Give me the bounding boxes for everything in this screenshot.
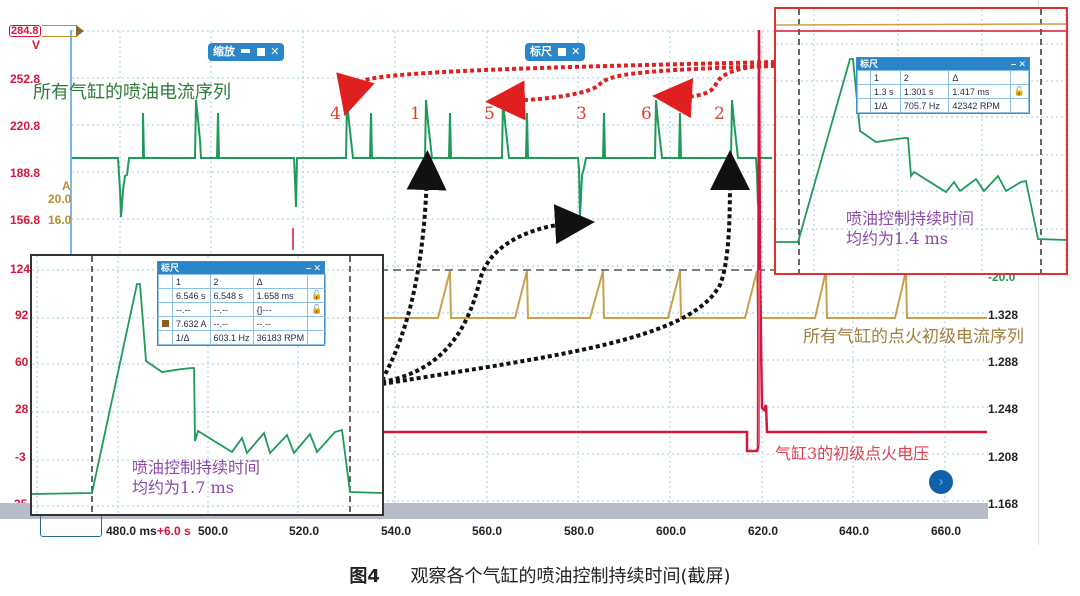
ruler-close-icon[interactable]: – ✕ xyxy=(1010,59,1026,69)
x-offset-label: +6.0 s xyxy=(157,524,191,538)
minimize-icon[interactable] xyxy=(241,49,251,54)
x-tick: 580.0 xyxy=(564,524,595,538)
note-line: 均约为1.7 ms xyxy=(132,478,234,497)
y-tick: 156.8 xyxy=(10,213,41,227)
figure-number: 图4 xyxy=(349,566,380,587)
maximize-icon[interactable] xyxy=(558,48,567,57)
y-tick: 252.8 xyxy=(10,72,41,86)
x-start-label: 480.0 ms xyxy=(106,524,157,538)
x-tick: 660.0 xyxy=(931,524,962,538)
ruler-cell: {}--- xyxy=(252,302,309,317)
x-tick: 620.0 xyxy=(748,524,779,538)
x-tick: 640.0 xyxy=(839,524,870,538)
ruler-header: Δ xyxy=(948,70,1011,85)
x-tick: 540.0 xyxy=(381,524,412,538)
ruler-frequency: 705.7 Hz xyxy=(899,98,950,113)
right-tick: 1.168 xyxy=(988,497,1019,511)
y-tick: 28 xyxy=(15,402,29,416)
ruler-cell: 1.301 s xyxy=(899,84,950,99)
voltage-marker-value: 284.8 xyxy=(9,25,41,37)
current-tick: 20.0 xyxy=(48,192,72,206)
y-tick: 60 xyxy=(15,355,29,369)
ruler-cell: 7.632 A xyxy=(172,316,211,331)
ruler-cell: 1.658 ms xyxy=(252,288,309,303)
ruler-header: 1 xyxy=(870,70,901,85)
right-tick: 1.328 xyxy=(988,308,1019,322)
cylinder-label-5: 5 xyxy=(484,104,495,124)
ruler-header: 2 xyxy=(899,70,950,85)
figure-caption: 图4 观察各个气缸的喷油控制持续时间(截屏) xyxy=(0,562,1080,588)
y-tick: 92 xyxy=(15,308,29,322)
y-tick: 220.8 xyxy=(10,119,41,133)
y-tick: 124 xyxy=(10,262,31,276)
note-line: 均约为1.4 ms xyxy=(846,229,948,248)
ruler-rpm: 42342 RPM xyxy=(948,98,1011,113)
y-tick: 188.8 xyxy=(10,166,41,180)
ruler-frequency: 603.1 Hz xyxy=(209,330,254,345)
zoom-toolbar[interactable]: 缩放 ✕ xyxy=(208,43,285,61)
voltage-unit: V xyxy=(32,38,41,52)
x-tick: 520.0 xyxy=(289,524,320,538)
figure-title: 观察各个气缸的喷油控制持续时间(截屏) xyxy=(410,566,731,587)
voltage-marker[interactable]: 284.8 xyxy=(9,25,84,37)
scroll-viewport-handle[interactable] xyxy=(40,512,102,537)
ignition-sequence-label: 所有气缸的点火初级电流序列 xyxy=(803,327,1024,347)
chevron-right-icon: › xyxy=(938,473,944,490)
ruler-close-icon[interactable]: – ✕ xyxy=(305,263,321,273)
close-icon[interactable]: ✕ xyxy=(270,46,280,58)
ruler-rpm: 36183 RPM xyxy=(252,330,309,345)
current-unit: A xyxy=(62,179,71,193)
injector-sequence-label: 所有气缸的喷油电流序列 xyxy=(33,82,231,103)
right-tick: 1.248 xyxy=(988,402,1019,416)
ruler-cell: --.-- xyxy=(172,302,211,317)
lock-icon[interactable]: 🔓 xyxy=(307,288,327,303)
close-icon[interactable]: ✕ xyxy=(571,46,581,58)
ruler-header: 2 xyxy=(209,274,254,289)
inset-left-note: 喷油控制持续时间 均约为1.7 ms xyxy=(132,458,260,498)
maximize-icon[interactable] xyxy=(257,48,266,57)
ruler-title: 标尺 xyxy=(860,59,879,69)
channel-color-swatch xyxy=(162,319,169,327)
inset-right-note: 喷油控制持续时间 均约为1.4 ms xyxy=(846,209,974,249)
ruler-cell: 6.548 s xyxy=(209,288,254,303)
next-page-button[interactable]: › xyxy=(929,470,953,494)
y-tick: -3 xyxy=(15,450,26,464)
cylinder-label-4: 4 xyxy=(330,104,341,124)
ruler-cell: --.-- xyxy=(209,316,254,331)
ruler-cell: --.-- xyxy=(252,316,309,331)
zoom-label: 缩放 xyxy=(213,46,235,58)
ruler-toolbar[interactable]: 标尺 ✕ xyxy=(525,43,586,61)
ruler-title: 标尺 xyxy=(161,263,180,273)
ruler-header: Δ xyxy=(252,274,309,289)
cyl3-voltage-label: 气缸3的初级点火电压 xyxy=(775,444,930,463)
note-line: 喷油控制持续时间 xyxy=(132,458,261,477)
lock-icon[interactable]: 🔓 xyxy=(307,302,327,317)
ruler-header: 1 xyxy=(172,274,211,289)
x-tick: 600.0 xyxy=(656,524,687,538)
x-tick: 500.0 xyxy=(198,524,229,538)
ruler-cell: --.-- xyxy=(209,302,254,317)
current-tick: 16.0 xyxy=(48,213,72,227)
cylinder-label-1: 1 xyxy=(410,104,421,124)
lock-icon[interactable]: 🔓 xyxy=(1009,84,1030,99)
right-tick: 1.208 xyxy=(988,450,1019,464)
cylinder-label-3: 3 xyxy=(576,104,587,124)
note-line: 喷油控制持续时间 xyxy=(846,209,975,228)
plot-canvas xyxy=(70,29,988,503)
x-tick: 560.0 xyxy=(472,524,503,538)
ruler-inverse-label: 1/Δ xyxy=(870,98,901,113)
ruler-cell: 1.417 ms xyxy=(948,84,1011,99)
oscilloscope-view: 284.8 V 252.8 220.8 188.8 156.8 124 92 6… xyxy=(0,0,1068,545)
ruler-inverse-label: 1/Δ xyxy=(172,330,211,345)
cylinder-label-6: 6 xyxy=(641,104,652,124)
ruler-cell: 1.3 s xyxy=(870,84,901,99)
cylinder-label-2: 2 xyxy=(714,104,725,124)
ruler-label: 标尺 xyxy=(530,46,552,58)
ruler-cell: 6.546 s xyxy=(172,288,211,303)
right-tick: 1.288 xyxy=(988,355,1019,369)
